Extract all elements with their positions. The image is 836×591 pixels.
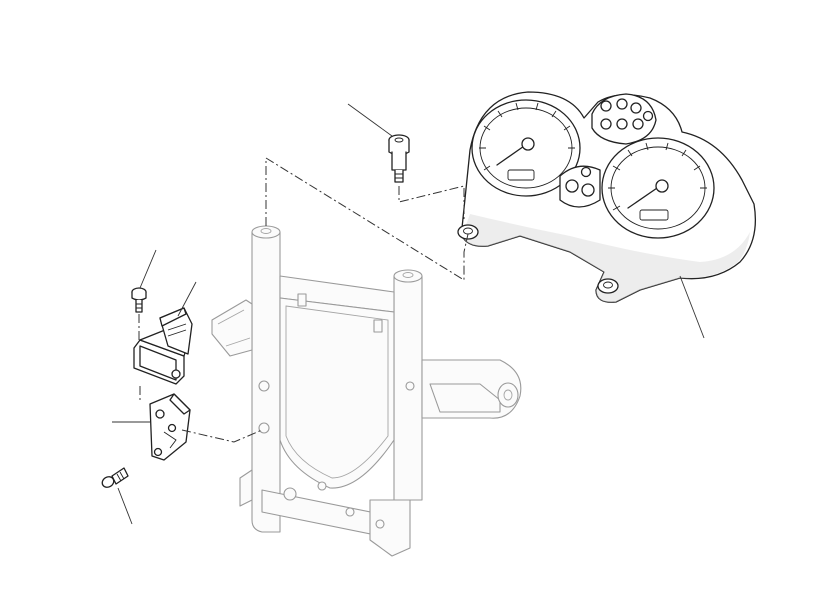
rev-counter-ticks xyxy=(479,102,575,171)
headlight-support-frame xyxy=(211,225,522,557)
bracket-screw xyxy=(101,467,129,488)
leader-lines xyxy=(112,103,705,525)
panel-mounting-screw xyxy=(388,134,410,183)
assembly-lines xyxy=(138,157,469,443)
relay-screw xyxy=(131,287,147,313)
speedometer-ticks xyxy=(608,142,707,211)
relay-bracket xyxy=(149,393,191,461)
relay xyxy=(133,307,193,385)
instrument-panel xyxy=(457,91,757,303)
